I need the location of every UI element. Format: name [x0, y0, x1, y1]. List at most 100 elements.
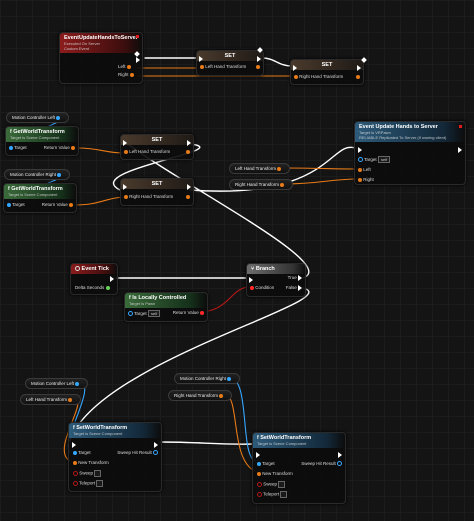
new-transform-pin[interactable]: New Transform [73, 460, 109, 465]
transform-out-pin[interactable] [186, 195, 190, 199]
branch-node[interactable]: ⑂ Branch True Condition False [246, 263, 306, 297]
node-header: SET [197, 51, 263, 61]
set-left-hand-transform-node[interactable]: SET Left Hand Transform [196, 50, 264, 76]
exec-out-pin[interactable] [136, 57, 140, 63]
node-subtitle: Target is Scene Component [73, 431, 123, 436]
sweep-checkbox[interactable] [278, 481, 286, 488]
transform-out-pin[interactable] [186, 150, 190, 154]
pin-label: Sweep Hit Result [117, 450, 152, 455]
transform-out-pin[interactable] [256, 65, 260, 69]
pin-label: Left [363, 167, 371, 172]
left-hand-transform-var[interactable]: Left Hand Transform [229, 163, 291, 174]
sweep-pin[interactable]: Sweep [257, 481, 286, 488]
left-hand-transform-pin[interactable]: Left Hand Transform [200, 64, 246, 69]
return-value-pin[interactable]: Return Value [44, 145, 75, 150]
event-tick-node[interactable]: Event Tick Delta Seconds [70, 263, 118, 295]
is-locally-controlled-node[interactable]: f Is Locally Controlled Target is Pawn T… [124, 292, 208, 322]
get-world-transform-right-node[interactable]: f GetWorldTransform Target is Scene Comp… [3, 183, 77, 213]
exec-out-pin[interactable] [187, 184, 191, 190]
exec-in-pin[interactable] [199, 56, 203, 62]
false-pin[interactable]: False [286, 285, 302, 291]
object-pin-icon [257, 461, 261, 466]
teleport-checkbox[interactable] [96, 480, 104, 487]
pin-label: Left [118, 64, 126, 69]
exec-out-icon [298, 275, 302, 281]
float-pin-icon [105, 285, 110, 290]
pin-label: Left Hand Transform [129, 149, 171, 154]
left-pin[interactable]: Left [118, 64, 131, 69]
delta-seconds-pin[interactable]: Delta Seconds [75, 285, 110, 290]
target-pin[interactable]: Target self [128, 310, 161, 317]
exec-in-pin[interactable] [123, 184, 127, 190]
true-pin[interactable]: True [288, 275, 302, 281]
exec-out-pin[interactable] [338, 452, 342, 458]
set-left-hand-transform-node-2[interactable]: SET Left Hand Transform [120, 134, 194, 160]
self-value: self [377, 156, 391, 163]
sweep-hit-result-pin[interactable]: Sweep Hit Result [117, 450, 158, 456]
target-pin[interactable]: Target [73, 450, 91, 455]
teleport-pin[interactable]: Teleport [73, 480, 104, 487]
pin-label: Return Value [172, 310, 199, 315]
sweep-hit-result-pin[interactable]: Sweep Hit Result [301, 461, 342, 467]
function-icon: f [129, 295, 131, 301]
target-pin[interactable]: Target [9, 145, 27, 150]
new-transform-pin[interactable]: New Transform [257, 471, 293, 476]
pin-label: Return Value [43, 145, 70, 150]
sweep-pin[interactable]: Sweep [73, 470, 102, 477]
target-pin[interactable]: Target self [358, 156, 391, 163]
exec-in-pin[interactable] [293, 65, 297, 71]
exec-in-pin[interactable] [123, 140, 127, 146]
right-hand-transform-var[interactable]: Right Hand Transform [229, 179, 294, 190]
get-world-transform-left-node[interactable]: f GetWorldTransform Target is Scene Comp… [5, 126, 79, 156]
replicated-icon [136, 35, 139, 38]
condition-pin[interactable]: Condition [250, 285, 274, 290]
motion-controller-left-var-2[interactable]: Motion Controller Left [25, 378, 89, 389]
set-right-hand-transform-node-2[interactable]: SET Right Hand Transform [120, 178, 194, 206]
right-pin[interactable]: Right [358, 177, 374, 182]
left-hand-transform-var-2[interactable]: Left Hand Transform [20, 394, 82, 405]
exec-in-pin[interactable] [358, 147, 362, 153]
right-pin[interactable]: Right [118, 72, 134, 77]
exec-in-pin[interactable] [249, 277, 253, 283]
exec-in-pin[interactable] [72, 442, 76, 448]
exec-out-pin[interactable] [458, 147, 462, 153]
exec-out-pin[interactable] [357, 65, 361, 71]
exec-out-pin[interactable] [154, 442, 158, 448]
motion-controller-right-var[interactable]: Motion Controller Right [4, 169, 71, 180]
return-value-pin[interactable]: Return Value [173, 310, 204, 315]
motion-controller-left-var[interactable]: Motion Controller Left [6, 112, 70, 123]
event-update-hands-to-server-node[interactable]: EventUpdateHandsToServer Executed On Ser… [59, 32, 143, 84]
object-pin-icon [358, 157, 363, 163]
transform-pin-icon [294, 74, 298, 79]
exec-out-pin[interactable] [110, 276, 114, 282]
transform-wire [280, 167, 359, 170]
exec-out-pin[interactable] [187, 140, 191, 146]
return-value-pin[interactable]: Return Value [42, 202, 73, 207]
exec-out-pin[interactable] [257, 56, 261, 62]
right-hand-transform-pin[interactable]: Right Hand Transform [294, 74, 343, 79]
right-hand-transform-pin[interactable]: Right Hand Transform [124, 194, 173, 199]
left-hand-transform-pin[interactable]: Left Hand Transform [124, 149, 170, 154]
transform-pin-icon [126, 64, 131, 69]
right-hand-transform-var-2[interactable]: Right Hand Transform [168, 390, 233, 401]
motion-controller-right-var-2[interactable]: Motion Controller Right [174, 373, 241, 384]
sweep-checkbox[interactable] [94, 470, 102, 477]
var-label: Right Hand Transform [235, 182, 280, 187]
transform-pin-icon [277, 166, 282, 171]
teleport-pin[interactable]: Teleport [257, 491, 288, 498]
set-world-transform-right-node[interactable]: f SetWorldTransform Target is Scene Comp… [252, 432, 346, 504]
exec-in-pin[interactable] [256, 452, 260, 458]
transform-pin-icon [69, 202, 73, 207]
target-pin[interactable]: Target [257, 461, 275, 466]
node-subtitle: Custom Event [64, 46, 90, 51]
pin-label: Target [364, 157, 377, 162]
left-pin[interactable]: Left [358, 167, 371, 172]
object-pin-icon [128, 311, 133, 317]
target-pin[interactable]: Target [7, 202, 25, 207]
teleport-checkbox[interactable] [280, 491, 288, 498]
set-right-hand-transform-node[interactable]: SET Right Hand Transform [290, 59, 364, 85]
transform-out-pin[interactable] [356, 75, 360, 79]
object-pin-icon [56, 115, 61, 120]
set-world-transform-left-node[interactable]: f SetWorldTransform Target is Scene Comp… [68, 422, 162, 492]
call-update-hands-to-server-node[interactable]: Event Update Hands to Server Target is V… [354, 121, 466, 185]
